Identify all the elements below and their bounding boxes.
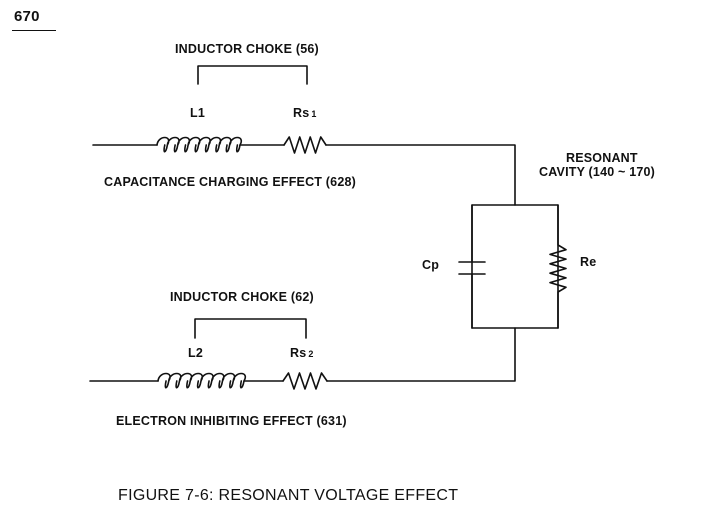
inductor-choke-56-label: INDUCTOR CHOKE (56) bbox=[175, 42, 319, 56]
rs1-main: Rs bbox=[293, 106, 310, 120]
inductor-l1 bbox=[156, 136, 243, 153]
re-label: Re bbox=[580, 255, 597, 269]
cp-label: Cp bbox=[422, 258, 440, 272]
rs2-subscript: 2 bbox=[308, 349, 314, 359]
capacitance-charging-effect-label: CAPACITANCE CHARGING EFFECT (628) bbox=[104, 175, 356, 189]
l2-label: L2 bbox=[188, 346, 203, 360]
electron-inhibiting-effect-label: ELECTRON INHIBITING EFFECT (631) bbox=[116, 414, 347, 428]
inductor-l2 bbox=[157, 372, 247, 389]
resistor-rs1 bbox=[283, 136, 327, 154]
resistor-re bbox=[549, 204, 567, 329]
resonant-label: RESONANT bbox=[566, 151, 638, 165]
figure-caption: FIGURE 7-6: RESONANT VOLTAGE EFFECT bbox=[118, 487, 459, 504]
figure-number-underline bbox=[12, 30, 56, 31]
resistor-rs2 bbox=[282, 372, 328, 390]
cavity-label: CAVITY (140 ~ 170) bbox=[539, 165, 656, 179]
wire-top-to-cavity bbox=[325, 144, 516, 206]
choke-bracket-top bbox=[197, 65, 308, 85]
rs2-main: Rs bbox=[290, 346, 307, 360]
cavity-box bbox=[471, 204, 559, 329]
wire-bottom-from-cavity bbox=[326, 327, 516, 382]
capacitor-cp bbox=[458, 204, 486, 329]
l1-label: L1 bbox=[190, 106, 205, 120]
choke-bracket-bottom bbox=[194, 318, 307, 339]
rs1-subscript: 1 bbox=[311, 109, 317, 119]
inductor-choke-62-label: INDUCTOR CHOKE (62) bbox=[170, 290, 314, 304]
figure-number: 670 bbox=[14, 8, 40, 25]
